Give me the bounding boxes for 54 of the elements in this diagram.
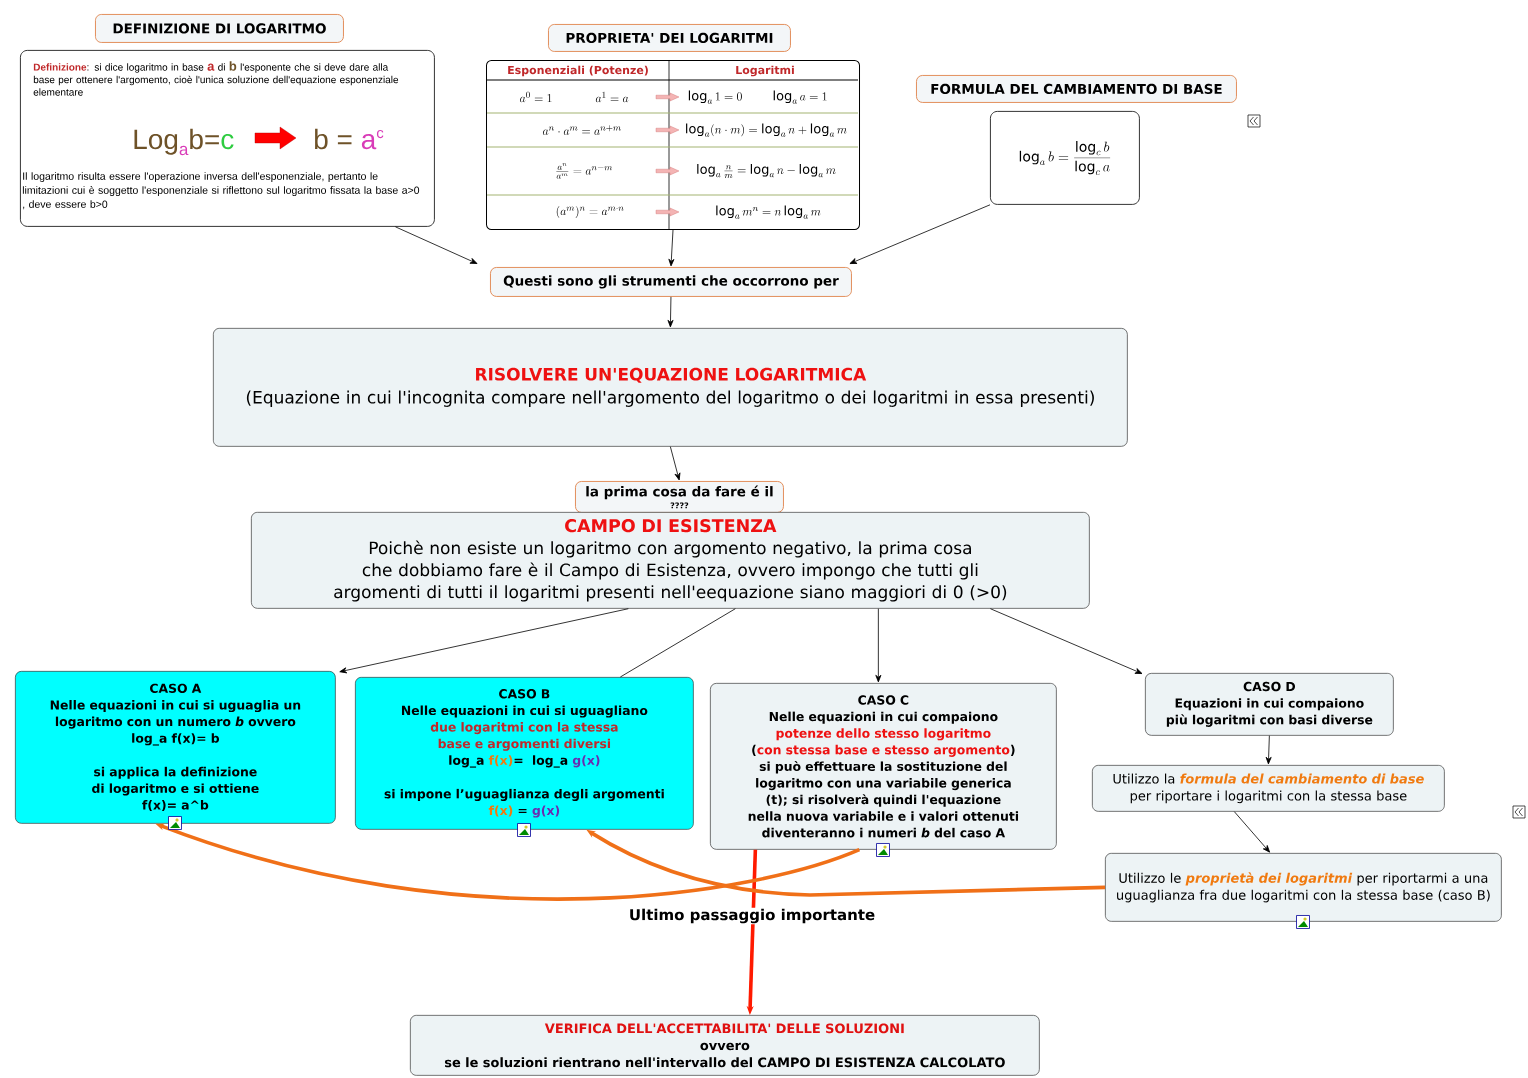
formula-card: $\log_a b=\frac{\log_c b}{\log_c a}$: [990, 111, 1140, 205]
arrow: [849, 204, 991, 264]
node-label: a: [179, 145, 189, 156]
node-label: b: [229, 61, 237, 71]
arrow: [669, 446, 681, 481]
step-box: Utilizzo la formula del cambiamento di base per riportare i logaritmi con la stessa base: [1092, 765, 1445, 812]
node-label: l'esponente che si deve dare alla: [240, 63, 389, 73]
node-label: : si dice logaritmo in base: [87, 63, 204, 73]
case-box: CASO B Nelle equazioni in cui si uguagliano due logaritmi con la stessa base e argomenti diversi log_a f(x) = log_a g(x) si impone l’uguaglianza degli argomenti f(x) = g(x): [355, 677, 694, 830]
step-box: Utilizzo le proprietà dei logaritmi per riportarmi a una uguaglianza fra due logaritmi con la stessa base (caso B): [1105, 853, 1502, 922]
arrow: [339, 608, 629, 674]
formula: $\log_a\frac{n}{m}=\log_a n-\log_a m$: [697, 164, 836, 179]
column-header: Logaritmi: [736, 65, 794, 77]
node-label: Definizione: [33, 63, 87, 71]
formula: $\log_a 1=0$: [688, 90, 742, 104]
arrow: [667, 296, 674, 328]
arrow: [668, 229, 675, 267]
node-label: Log: [134, 129, 178, 155]
heading-box: PROPRIETA' DEI LOGARITMI: [548, 24, 791, 52]
properties-table: [486, 59, 860, 230]
note-text: Il logaritmo risulta essere l'operazione inversa dell'esponenziale, pertanto le limitazioni cui è soggetto l'esponenziale si riflettono sul logaritmo fissata la base a>0 , deve essere b>0: [22, 172, 420, 210]
formula: $a^0=1$: [520, 91, 552, 103]
definition-card: [20, 50, 435, 227]
formula: $a^1=a$: [595, 91, 629, 103]
definition-text: Definizione: si dice logaritmo in base a di b l'esponente che si deve dare alla base per ottenere l'argomento, cioè l'unica soluzione dell'equazione esponenziale elementare: [33, 61, 399, 96]
arrow: [1265, 735, 1272, 765]
edge-label: Ultimo passaggio importante: [627, 907, 877, 925]
formula: $\frac{a^n}{a^m}=a^{n-m}$: [556, 163, 613, 179]
arrow: [1233, 811, 1271, 853]
node-label: a: [207, 63, 215, 71]
heading-box: Questi sono gli strumenti che occorrono per: [490, 267, 852, 297]
formula: $\log_a(n\cdot m)=\log_a n+\log_a m$: [686, 123, 847, 137]
topic-box: CAMPO DI ESISTENZA Poichè non esiste un logaritmo con argomento negativo, la prima cosa che dobbiamo fare è il Campo di Esistenza, ovvero impongo che tutti gli argomenti di tutti il logaritmi presenti nell'eequazione siano maggiori di 0 (>0): [251, 512, 1090, 609]
formula: $\log_a m^n=n\log_a m$: [716, 205, 821, 219]
formula: $a^n\cdot a^m=a^{n+m}$: [542, 125, 621, 135]
arrow: [875, 608, 882, 683]
column-header: Esponenziali (Potenze): [508, 65, 648, 77]
node-label: elementare: [33, 88, 83, 96]
topic-box: RISOLVERE UN'EQUAZIONE LOGARITMICA (Equazione in cui l'incognita compare nell'argomento del logaritmo o dei logaritmi in essa presenti): [213, 328, 1128, 447]
heading-box: FORMULA DEL CAMBIAMENTO DI BASE: [916, 75, 1237, 103]
case-box: CASO A Nelle equazioni in cui si uguaglia un logaritmo con un numero b ovvero log_a f(x)= b si applica la definizione di logaritmo e si ottiene f(x)= a^b: [15, 671, 336, 824]
result-box: VERIFICA DELL'ACCETTABILITA' DELLE SOLUZIONI ovvero se le soluzioni rientrano nell'intervallo del CAMPO DI ESISTENZA CALCOLATO: [410, 1015, 1040, 1076]
node-label: c: [221, 133, 234, 150]
heading-box: DEFINIZIONE DI LOGARITMO: [95, 14, 344, 43]
case-box: CASO D Equazioni in cui compaiono più logaritmi con basi diverse: [1145, 673, 1394, 736]
node-label: b=: [190, 128, 219, 150]
formula: $\log_a a=1$: [773, 90, 827, 104]
case-box: CASO C Nelle equazioni in cui compaiono potenze dello stesso logaritmo (con stessa base e stesso argomento) si può effettuare la sostituzione del logaritmo con una variabile generica (t); si risolverà quindi l'equazione nella nuova variabile e i valori ottenuti diventeranno i numeri b del caso A: [710, 683, 1057, 850]
arrow: [395, 226, 478, 264]
arrow: [989, 608, 1143, 674]
formula: $(a^m)^n=a^{m\cdot n}$: [556, 206, 624, 218]
heading-box: la prima cosa da fare é il ????: [575, 481, 784, 513]
node-label: base per ottenere l'argomento, cioè l'unica soluzione dell'equazione esponenziale: [33, 75, 399, 86]
node-label: di: [218, 63, 225, 71]
